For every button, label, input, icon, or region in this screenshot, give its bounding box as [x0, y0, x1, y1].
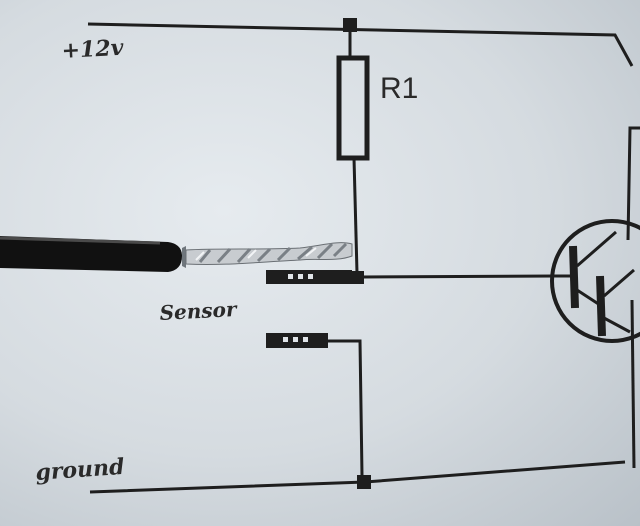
- sensor-label: Sensor: [159, 297, 238, 325]
- load-outline: [626, 126, 640, 241]
- supply-junction-node: [343, 18, 357, 32]
- sensor-probe-upper: [266, 270, 352, 284]
- sensor-probe-lower: [266, 333, 364, 476]
- supply-rail: [87, 22, 634, 67]
- emitter-line: [630, 299, 636, 469]
- base-wire: [361, 274, 556, 279]
- ground-label: ground: [35, 454, 126, 486]
- stripped-wire: [185, 242, 353, 266]
- sensor-cable: [0, 236, 353, 272]
- transistor-symbol: [550, 219, 640, 343]
- resistor-r1: [336, 30, 370, 274]
- sensor-junction-node: [351, 271, 364, 284]
- supply-label: +12v: [61, 35, 124, 64]
- resistor-label: R1: [380, 72, 418, 105]
- ground-junction-node: [357, 475, 371, 489]
